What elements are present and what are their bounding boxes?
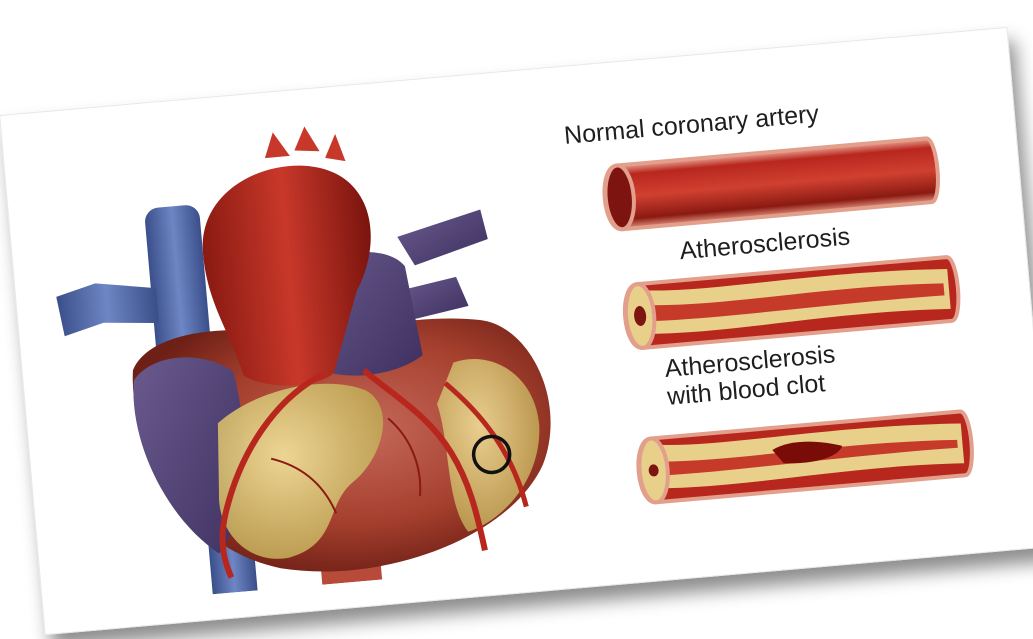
heart-illustration-icon	[43, 102, 601, 606]
normal-artery-icon	[586, 129, 952, 240]
clot-artery-icon	[620, 402, 986, 513]
atherosclerosis-artery-icon	[607, 247, 973, 358]
aorta-branches	[262, 123, 345, 168]
left-vein	[55, 278, 159, 337]
illustration-card: Normal coronary artery Atherosclerosis A…	[0, 27, 1033, 635]
pulmonary-vein-right	[396, 209, 490, 267]
